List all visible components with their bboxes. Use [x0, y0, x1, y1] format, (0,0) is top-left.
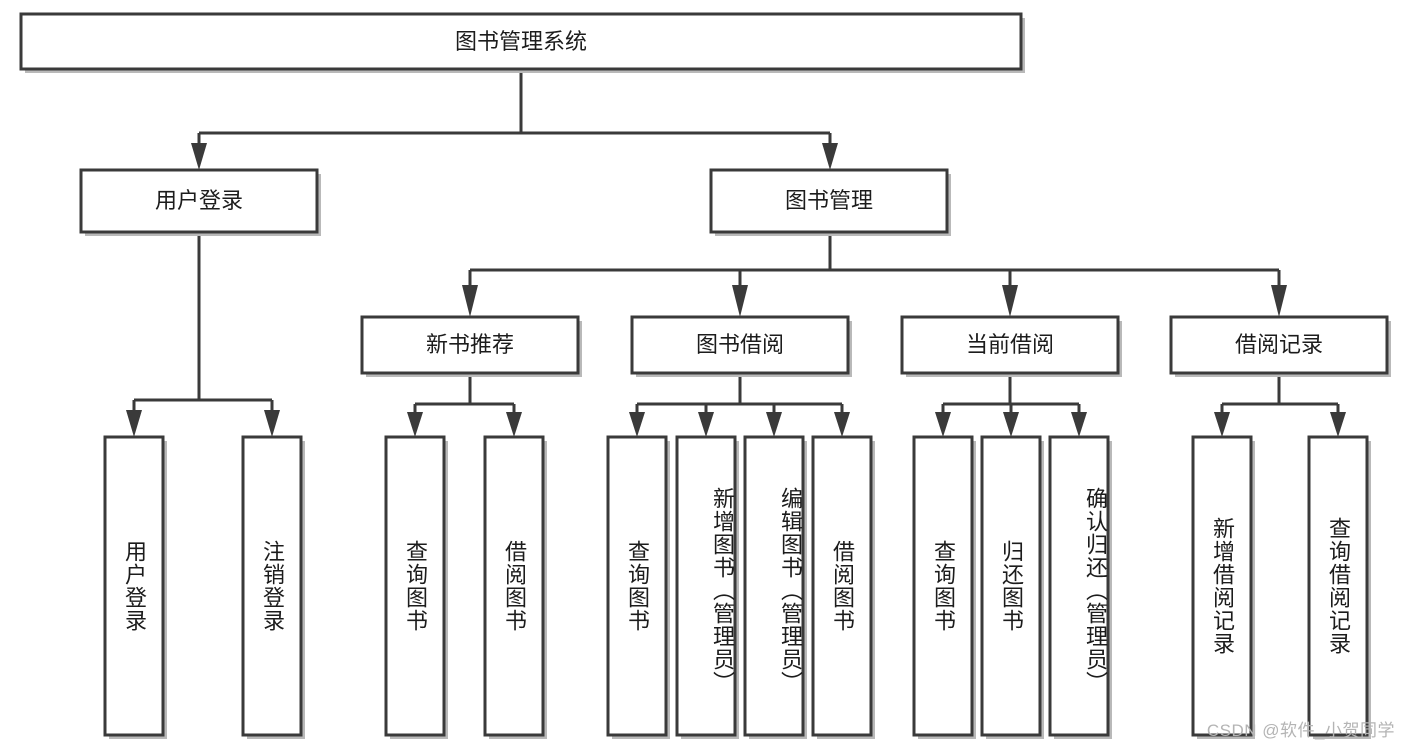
node-new-book-recommend-label: 新书推荐: [426, 332, 514, 357]
node-user-login[interactable]: 用户登录: [79, 168, 321, 236]
node-new-book-recommend-box[interactable]: [360, 315, 580, 375]
node-book-borrow[interactable]: 图书借阅: [630, 315, 852, 377]
arrow-currentborrow-leaf-3: [1071, 412, 1087, 437]
node-borrow-record-box[interactable]: [1169, 315, 1389, 375]
arrow-to-book-borrow: [732, 285, 748, 317]
node-new-book-recommend[interactable]: 新书推荐: [360, 315, 582, 377]
arrow-newbook-leaf-2: [506, 412, 522, 437]
node-current-borrow-box[interactable]: [900, 315, 1120, 375]
leaf-borrow-record-1-box[interactable]: [1191, 435, 1253, 737]
leaf-new-book-1[interactable]: [384, 435, 448, 739]
node-root[interactable]: 图书管理系统: [19, 12, 1025, 73]
leaf-current-borrow-2-box[interactable]: [980, 435, 1042, 737]
arrow-currentborrow-leaf-2: [1003, 412, 1019, 437]
arrow-newbook-leaf-1: [407, 412, 423, 437]
node-user-login-label: 用户登录: [155, 188, 243, 213]
node-book-manage-box[interactable]: [709, 168, 949, 234]
leaf-current-borrow-3-box[interactable]: [1048, 435, 1110, 737]
leaf-book-borrow-4-box[interactable]: [811, 435, 873, 737]
arrow-currentborrow-leaf-1: [935, 412, 951, 437]
leaf-current-borrow-1[interactable]: [912, 435, 976, 739]
node-book-borrow-box[interactable]: [630, 315, 850, 375]
leaf-current-borrow-2[interactable]: [980, 435, 1044, 739]
leaf-user-login-2-box[interactable]: [241, 435, 303, 737]
arrow-userlogin-leaf-1: [126, 410, 142, 437]
leaf-book-borrow-4[interactable]: [811, 435, 875, 739]
watermark: CSDN @软件_小贺同学: [1206, 721, 1395, 740]
leaf-book-borrow-1[interactable]: [606, 435, 670, 739]
leaf-current-borrow-1-box[interactable]: [912, 435, 974, 737]
leaf-user-login-1[interactable]: [103, 435, 167, 739]
leaf-borrow-record-2-box[interactable]: [1307, 435, 1369, 737]
connector-group: [126, 68, 1346, 437]
leaf-user-login-2[interactable]: [241, 435, 305, 739]
leaf-book-borrow-1-box[interactable]: [606, 435, 668, 737]
arrow-bookborrow-leaf-1: [629, 412, 645, 437]
leaf-borrow-record-1[interactable]: [1191, 435, 1255, 739]
arrow-to-current-borrow: [1002, 285, 1018, 317]
node-root-label: 图书管理系统: [455, 29, 587, 54]
node-borrow-record[interactable]: 借阅记录: [1169, 315, 1391, 377]
leaf-new-book-1-box[interactable]: [384, 435, 446, 737]
node-current-borrow[interactable]: 当前借阅: [900, 315, 1122, 377]
node-user-login-box[interactable]: [79, 168, 319, 234]
leaf-borrow-record-2[interactable]: [1307, 435, 1371, 739]
leaf-user-login-1-box[interactable]: [103, 435, 165, 737]
node-book-manage[interactable]: 图书管理: [709, 168, 951, 236]
node-current-borrow-label: 当前借阅: [966, 332, 1054, 357]
node-book-manage-label: 图书管理: [785, 188, 873, 213]
arrow-to-user-login: [191, 143, 207, 170]
node-book-borrow-label: 图书借阅: [696, 332, 784, 357]
leaf-new-book-2-box[interactable]: [483, 435, 545, 737]
arrow-borrowrecord-leaf-2: [1330, 412, 1346, 437]
arrow-bookborrow-leaf-3: [766, 412, 782, 437]
arrow-to-book-manage: [822, 143, 838, 170]
leaf-book-borrow-2[interactable]: [675, 435, 739, 739]
leaf-book-borrow-3[interactable]: [743, 435, 807, 739]
arrow-to-borrow-record: [1271, 285, 1287, 317]
arrow-borrowrecord-leaf-1: [1214, 412, 1230, 437]
arrow-bookborrow-leaf-2: [698, 412, 714, 437]
arrow-to-new-book: [462, 285, 478, 317]
arrow-userlogin-leaf-2: [264, 410, 280, 437]
arrow-bookborrow-leaf-4: [834, 412, 850, 437]
leaf-book-borrow-2-box[interactable]: [675, 435, 737, 737]
leaf-current-borrow-3[interactable]: [1048, 435, 1112, 739]
leaf-book-borrow-3-box[interactable]: [743, 435, 805, 737]
node-borrow-record-label: 借阅记录: [1235, 332, 1323, 357]
node-root-box[interactable]: [19, 12, 1023, 71]
leaf-new-book-2[interactable]: [483, 435, 547, 739]
